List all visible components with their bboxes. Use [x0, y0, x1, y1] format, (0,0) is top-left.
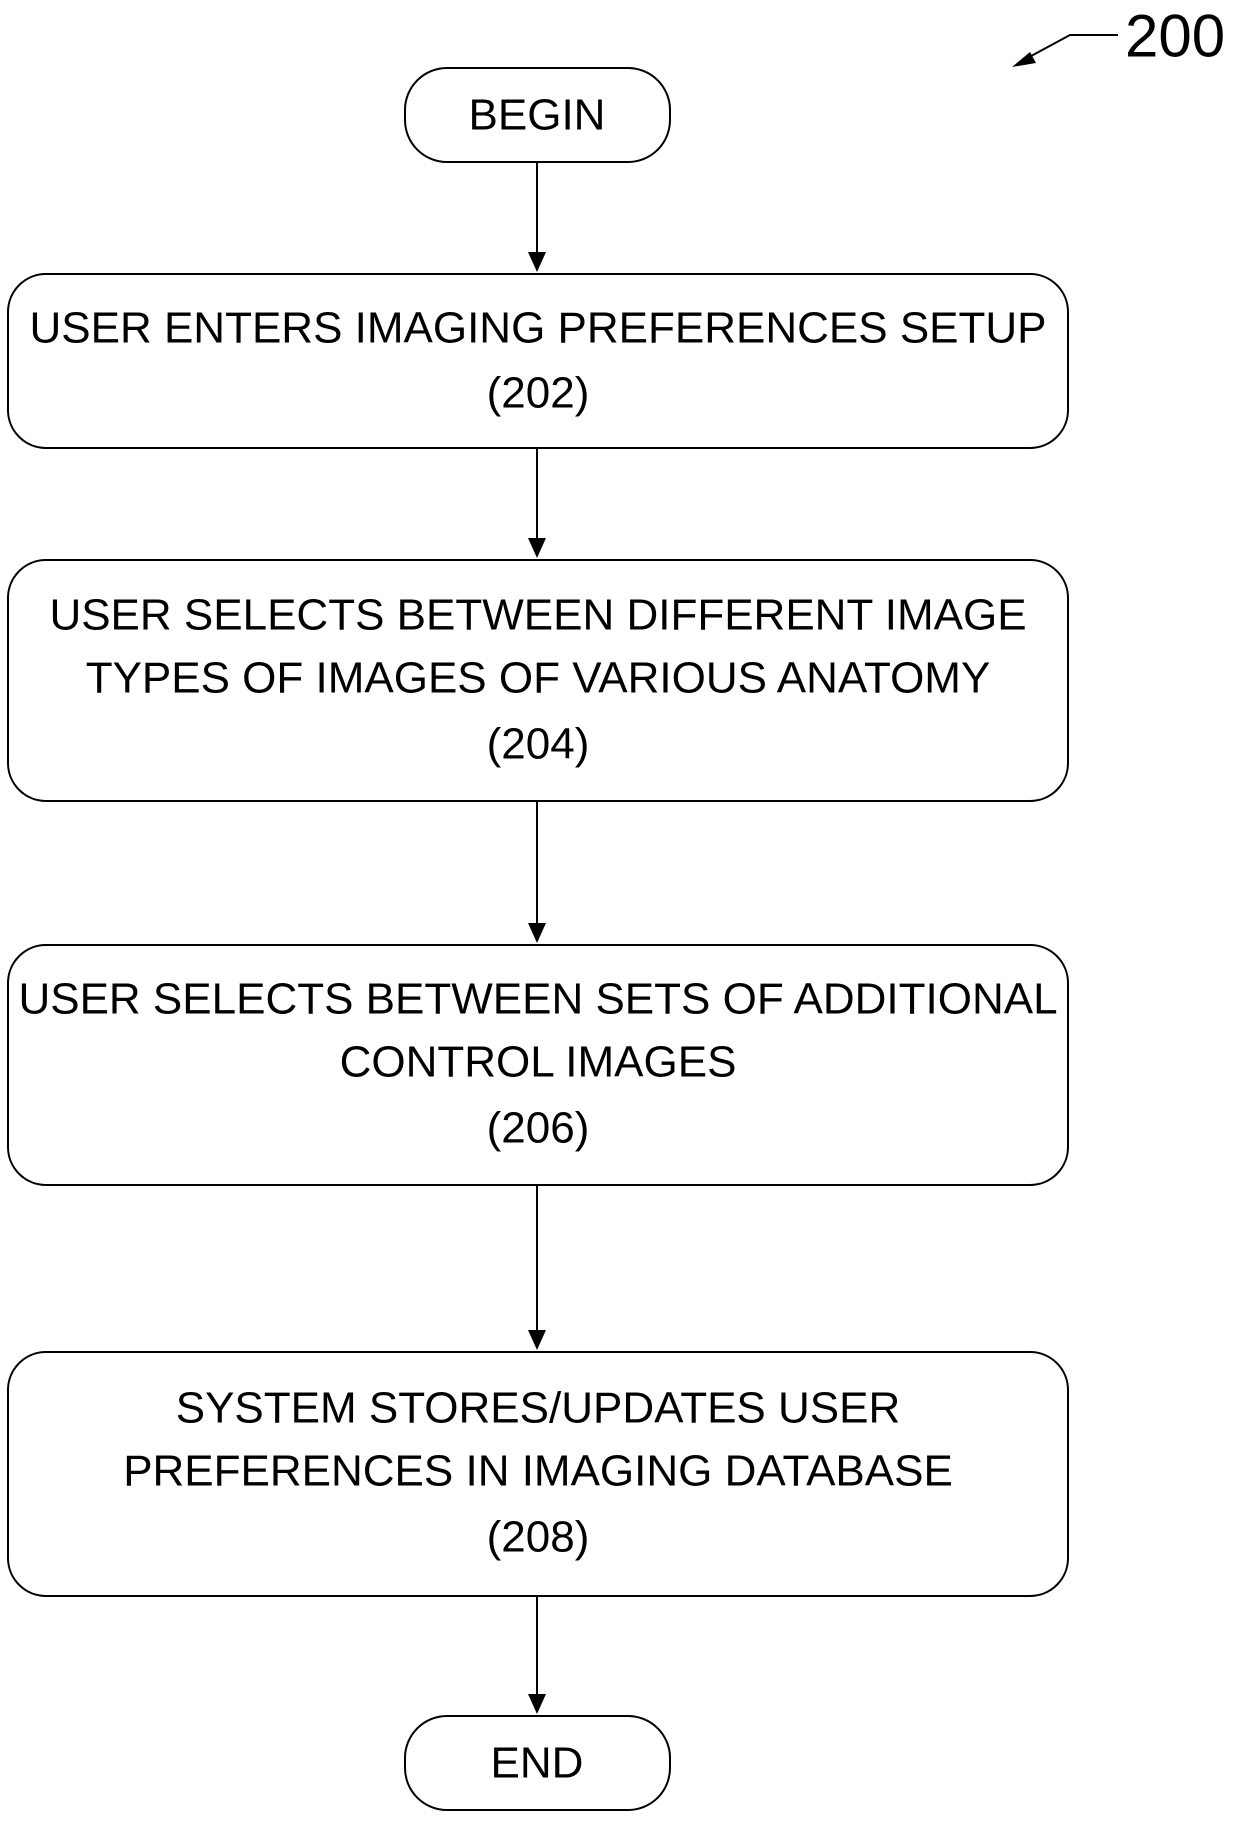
arrowhead-204-to-206 [528, 923, 546, 943]
end-terminal-label: END [491, 1739, 584, 1788]
begin-terminal: BEGIN [405, 68, 670, 162]
figure-label-group: 200 [1012, 3, 1225, 70]
figure-number: 200 [1125, 3, 1225, 70]
arrowhead-begin-to-202 [528, 252, 546, 272]
arrowhead-208-to-end [528, 1694, 546, 1714]
process-step-202-reference: (202) [487, 369, 590, 418]
process-step-206-line-2: CONTROL IMAGES [340, 1038, 737, 1087]
process-step-208-reference: (208) [487, 1513, 590, 1562]
process-step-206: USER SELECTS BETWEEN SETS OF ADDITIONAL … [8, 945, 1068, 1185]
process-step-202-shape [8, 274, 1068, 448]
process-step-206-line-1: USER SELECTS BETWEEN SETS OF ADDITIONAL [18, 975, 1057, 1024]
process-step-204: USER SELECTS BETWEEN DIFFERENT IMAGE TYP… [8, 560, 1068, 801]
process-step-202-line-1: USER ENTERS IMAGING PREFERENCES SETUP [29, 304, 1046, 353]
end-terminal: END [405, 1716, 670, 1810]
figure-label-leader-arrow-icon [1020, 35, 1118, 62]
process-step-204-line-2: TYPES OF IMAGES OF VARIOUS ANATOMY [86, 654, 991, 703]
process-step-208-line-2: PREFERENCES IN IMAGING DATABASE [123, 1447, 953, 1496]
process-step-204-reference: (204) [487, 720, 590, 769]
process-step-208: SYSTEM STORES/UPDATES USER PREFERENCES I… [8, 1352, 1068, 1596]
process-step-202: USER ENTERS IMAGING PREFERENCES SETUP (2… [8, 274, 1068, 448]
arrowhead-202-to-204 [528, 538, 546, 558]
begin-terminal-label: BEGIN [469, 91, 606, 140]
process-step-204-line-1: USER SELECTS BETWEEN DIFFERENT IMAGE [49, 591, 1026, 640]
process-step-208-line-1: SYSTEM STORES/UPDATES USER [176, 1384, 901, 1433]
arrowhead-206-to-208 [528, 1330, 546, 1350]
process-step-206-reference: (206) [487, 1104, 590, 1153]
